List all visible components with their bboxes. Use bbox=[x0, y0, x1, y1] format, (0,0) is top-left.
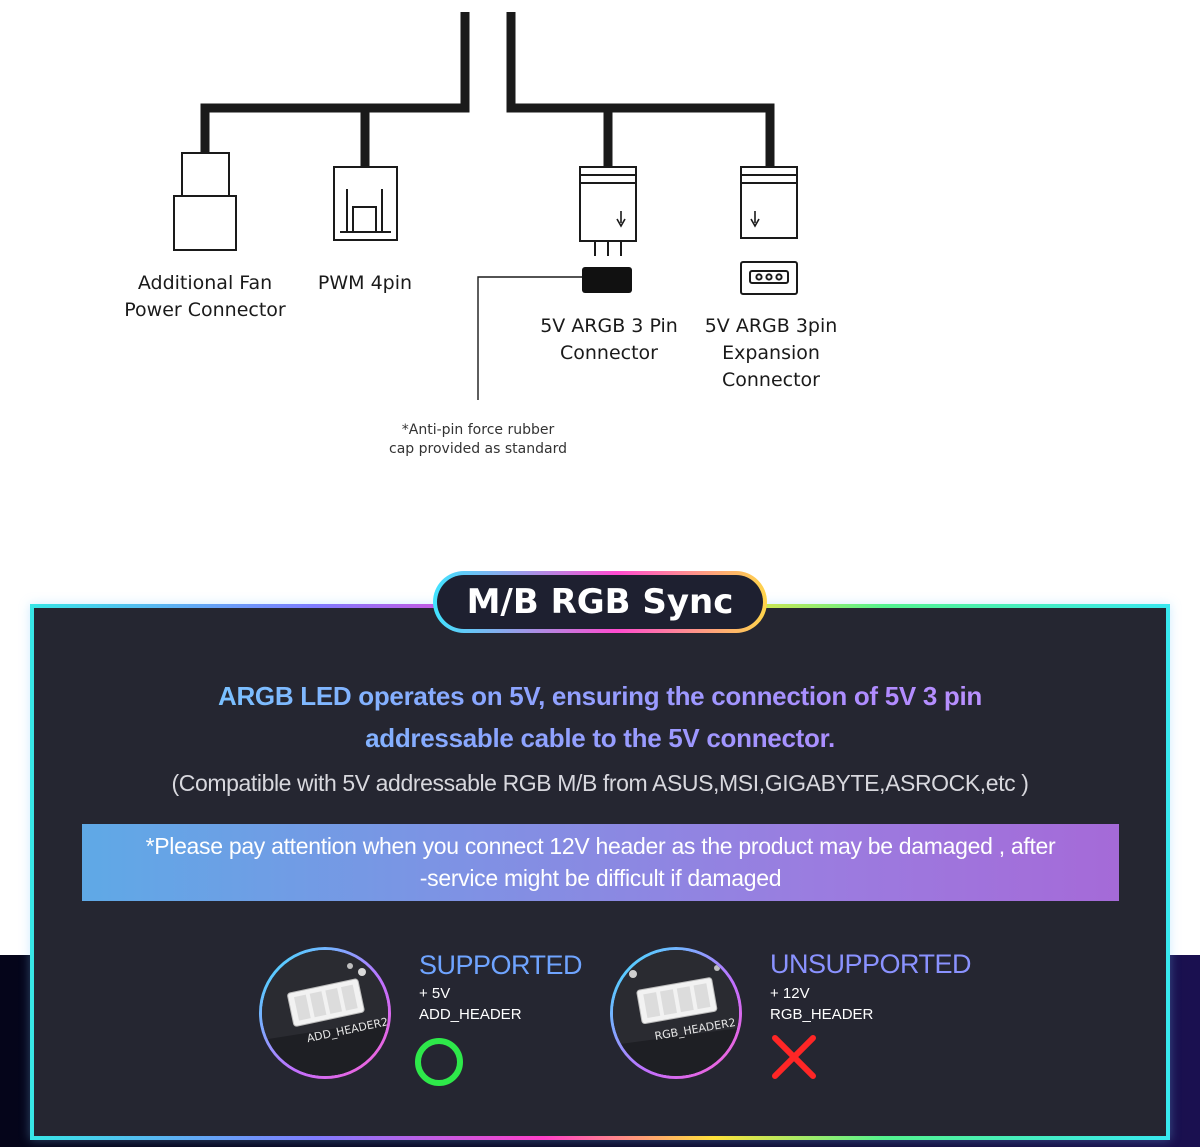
headline-line-1: ARGB LED operates on 5V, ensuring the co… bbox=[30, 681, 1170, 712]
supported-voltage: + 5V bbox=[419, 985, 451, 1002]
unsupported-title: UNSUPPORTED bbox=[770, 949, 972, 979]
additional-fan-connector-icon bbox=[173, 152, 237, 251]
rubber-cap-note: *Anti-pin force rubber cap provided as s… bbox=[389, 422, 567, 457]
unsupported-voltage: + 12V bbox=[770, 985, 810, 1002]
argb-3pin-connector-icon bbox=[579, 166, 637, 256]
argb-expansion-connector-icon bbox=[740, 166, 798, 239]
pwm-connector-icon bbox=[333, 166, 398, 241]
connector-diagram: Additional Fan Power Connector PWM 4pin … bbox=[0, 0, 1200, 560]
rgb-sync-title: M/B RGB Sync bbox=[466, 582, 734, 622]
callout-line bbox=[477, 276, 582, 400]
supported-check-circle-icon bbox=[415, 1038, 463, 1086]
compatibility-note: (Compatible with 5V addressable RGB M/B … bbox=[171, 770, 1029, 796]
right-cable bbox=[506, 12, 775, 167]
supported-title: SUPPORTED bbox=[419, 950, 583, 980]
supported-header: ADD_HEADER bbox=[419, 1006, 522, 1023]
argb-expansion-label: 5V ARGB 3pin Expansion Connector bbox=[704, 315, 838, 391]
left-cable bbox=[200, 12, 470, 167]
unsupported-cross-icon bbox=[772, 1035, 816, 1079]
additional-fan-label: Additional Fan Power Connector bbox=[124, 272, 286, 321]
unsupported-header: RGB_HEADER bbox=[770, 1006, 874, 1023]
argb-expansion-socket-icon bbox=[740, 261, 798, 295]
warning-banner: *Please pay attention when you connect 1… bbox=[82, 824, 1119, 901]
pwm-label: PWM 4pin bbox=[317, 272, 413, 294]
rgb-sync-badge: M/B RGB Sync bbox=[433, 571, 767, 633]
unsupported-header-photo: RGB_HEADER2 bbox=[610, 947, 742, 1079]
headline-line-2: addressable cable to the 5V connector. bbox=[30, 723, 1170, 754]
warning-text: *Please pay attention when you connect 1… bbox=[145, 833, 1056, 891]
rubber-cap-icon bbox=[582, 267, 632, 293]
argb-3pin-label: 5V ARGB 3 Pin Connector bbox=[540, 315, 678, 364]
cable-diagram-svg bbox=[173, 12, 798, 400]
supported-header-photo: ADD_HEADER2 bbox=[259, 947, 391, 1079]
